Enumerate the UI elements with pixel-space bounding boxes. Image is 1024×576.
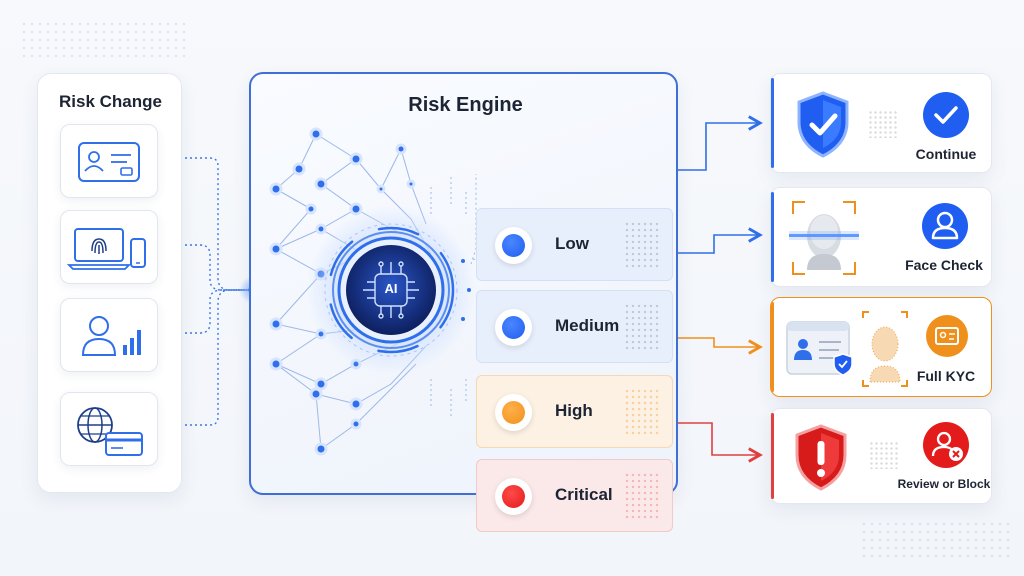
user-signal-icon	[81, 316, 141, 356]
dot-texture	[624, 221, 662, 269]
source-user-network[interactable]	[60, 298, 158, 372]
ai-core-label: AI	[384, 281, 398, 296]
action-face-check[interactable]: Face Check	[770, 187, 992, 287]
action-label: Face Check	[905, 257, 983, 273]
risk-level-label: Critical	[555, 485, 613, 504]
risk-level-high[interactable]: High	[476, 375, 673, 448]
id-verification-icon	[786, 311, 908, 387]
id-card-icon	[78, 142, 140, 182]
user-block-icon	[923, 422, 969, 468]
risk-change-title: Risk Change	[59, 92, 162, 111]
ai-core	[346, 245, 436, 335]
source-id-card[interactable]	[60, 124, 158, 198]
kyc-id-icon	[926, 315, 968, 357]
ai-chip-icon	[363, 261, 419, 319]
accent-bar	[771, 78, 774, 168]
risk-level-medium[interactable]: Medium	[476, 290, 673, 363]
medium-indicator	[495, 309, 532, 346]
risk-level-label: Low	[555, 234, 589, 253]
action-full-kyc[interactable]: Full KYC	[770, 297, 992, 397]
dot-texture	[624, 472, 662, 520]
source-device[interactable]	[60, 210, 158, 284]
neural-network-graphic	[269, 127, 487, 456]
dot-texture	[624, 388, 662, 436]
action-label: Review or Block	[897, 477, 991, 491]
connector-medium-facecheck	[672, 227, 763, 254]
face-scan-icon	[789, 201, 859, 275]
risk-level-low[interactable]: Low	[476, 208, 673, 281]
shield-alert-icon	[795, 424, 847, 491]
background-dots-bottom-right	[860, 520, 1010, 560]
connector-high-kyc	[672, 337, 763, 355]
risk-change-panel: Risk Change	[37, 73, 182, 493]
connector-critical-review	[672, 422, 763, 463]
shield-check-icon	[797, 91, 849, 158]
action-label: Full KYC	[916, 368, 976, 384]
critical-indicator	[495, 478, 532, 515]
low-indicator	[495, 227, 532, 264]
check-circle-icon	[923, 92, 969, 138]
risk-level-label: High	[555, 401, 593, 420]
globe-credit-card-icon	[77, 407, 143, 456]
accent-bar	[771, 192, 774, 282]
accent-bar	[771, 413, 774, 499]
source-globe-payment[interactable]	[60, 392, 158, 466]
action-label: Continue	[915, 146, 977, 162]
background-dots-top-left	[20, 20, 190, 60]
action-continue[interactable]: Continue	[770, 73, 992, 173]
dot-texture	[869, 441, 899, 469]
dot-texture	[624, 303, 662, 351]
accent-bar	[771, 302, 774, 392]
risk-level-critical[interactable]: Critical	[476, 459, 673, 532]
connector-low-continue	[672, 115, 763, 171]
risk-engine-panel: Risk Engine	[249, 72, 678, 532]
high-indicator	[495, 394, 532, 431]
risk-engine-title: Risk Engine	[408, 94, 523, 116]
dot-texture	[868, 110, 898, 138]
laptop-fingerprint-phone-icon	[66, 228, 146, 270]
risk-level-label: Medium	[555, 316, 620, 335]
user-circle-icon	[922, 203, 968, 249]
source-connectors	[160, 157, 252, 426]
action-review-or-block[interactable]: Review or Block	[770, 408, 992, 504]
